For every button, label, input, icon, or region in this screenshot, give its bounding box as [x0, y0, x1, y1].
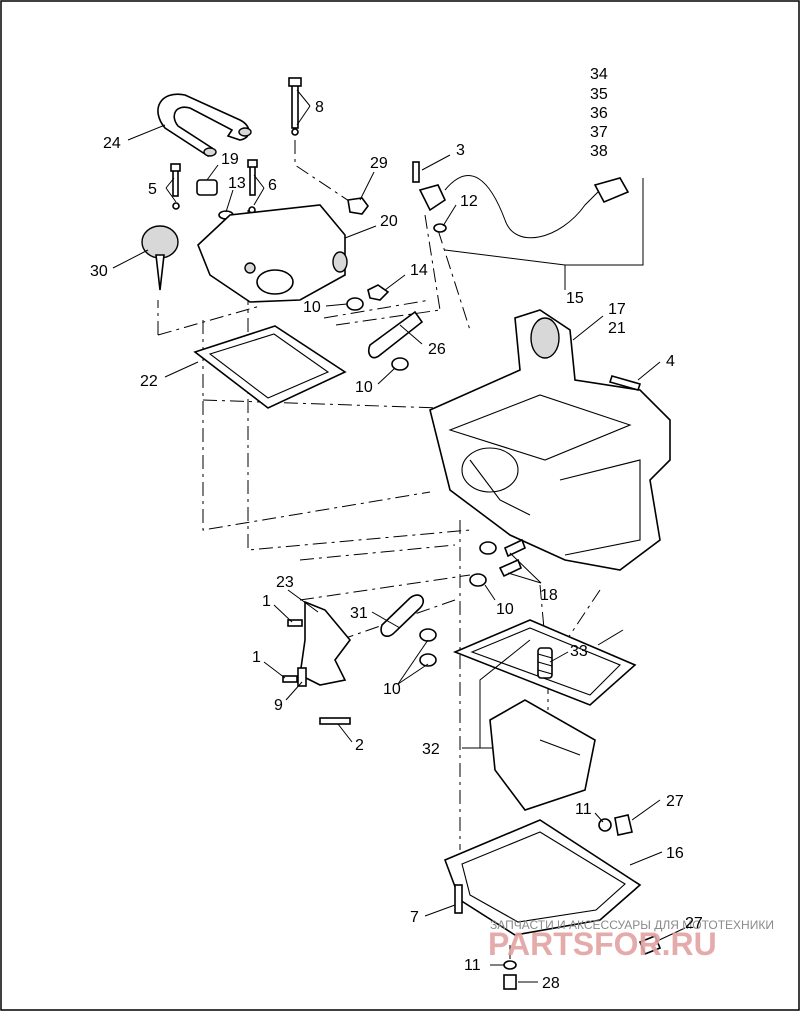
- callout-10-d: 10: [383, 681, 401, 698]
- callout-19: 19: [221, 151, 239, 168]
- callout-1-a: 1: [262, 593, 271, 610]
- callout-6: 6: [268, 177, 277, 194]
- transmission-case: [429, 309, 671, 571]
- callout-3: 3: [456, 142, 465, 159]
- callout-11-b: 11: [464, 957, 481, 974]
- vent-hose: [157, 93, 250, 158]
- callout-10-b: 10: [355, 379, 373, 396]
- callout-10-a: 10: [303, 299, 321, 316]
- watermark: PARTSFOR.RU ЗАПЧАСТИ И АКСЕССУАРЫ ДЛЯ МО…: [488, 918, 774, 962]
- callout-18: 18: [540, 587, 558, 604]
- callouts: 24 8 5 6 19 13 29 20 30 14 10 26 22 10 3…: [90, 66, 703, 992]
- callout-32: 33: [570, 643, 588, 660]
- parts: [141, 77, 671, 990]
- watermark-tagline: ЗАПЧАСТИ И АКСЕССУАРЫ ДЛЯ МОТОТЕХНИКИ: [490, 918, 774, 932]
- callout-4: 4: [666, 353, 675, 370]
- callout-24: 24: [103, 135, 121, 152]
- callout-28: 29: [370, 155, 388, 172]
- callout-27-b: 28: [542, 975, 560, 992]
- callout-37: 38: [590, 143, 608, 160]
- callout-38: 15: [566, 290, 584, 307]
- callout-25: 27: [685, 915, 703, 932]
- watermark-brand: PARTSFOR.RU: [488, 926, 717, 962]
- callout-2: 2: [355, 737, 364, 754]
- callout-23: 23: [276, 574, 294, 591]
- callout-27-a: 27: [666, 793, 684, 810]
- callout-35: 36: [590, 105, 608, 122]
- callout-13: 13: [228, 175, 246, 192]
- callout-33: 34: [590, 66, 608, 83]
- top-cover: [197, 204, 346, 303]
- callout-21: 21: [608, 320, 626, 337]
- callout-17: 17: [608, 301, 626, 318]
- callout-20: 20: [380, 213, 398, 230]
- callout-16: 16: [666, 845, 684, 862]
- leader-lines: [112, 89, 686, 983]
- callout-31: 32: [422, 741, 440, 758]
- callout-12: 12: [460, 193, 478, 210]
- callout-7: 7: [410, 909, 419, 926]
- callout-22: 22: [140, 373, 158, 390]
- callout-1-b: 1: [252, 649, 261, 666]
- callout-5: 5: [148, 181, 157, 198]
- callout-36: 37: [590, 124, 608, 141]
- callout-11-a: 11: [575, 801, 592, 818]
- callout-14: 14: [410, 262, 428, 279]
- callout-30: 31: [350, 605, 368, 622]
- callout-29: 30: [90, 263, 108, 280]
- callout-9: 9: [274, 697, 283, 714]
- callout-8: 8: [315, 99, 324, 116]
- callout-10-c: 10: [496, 601, 514, 618]
- callout-26: 26: [428, 341, 446, 358]
- callout-34: 35: [590, 86, 608, 103]
